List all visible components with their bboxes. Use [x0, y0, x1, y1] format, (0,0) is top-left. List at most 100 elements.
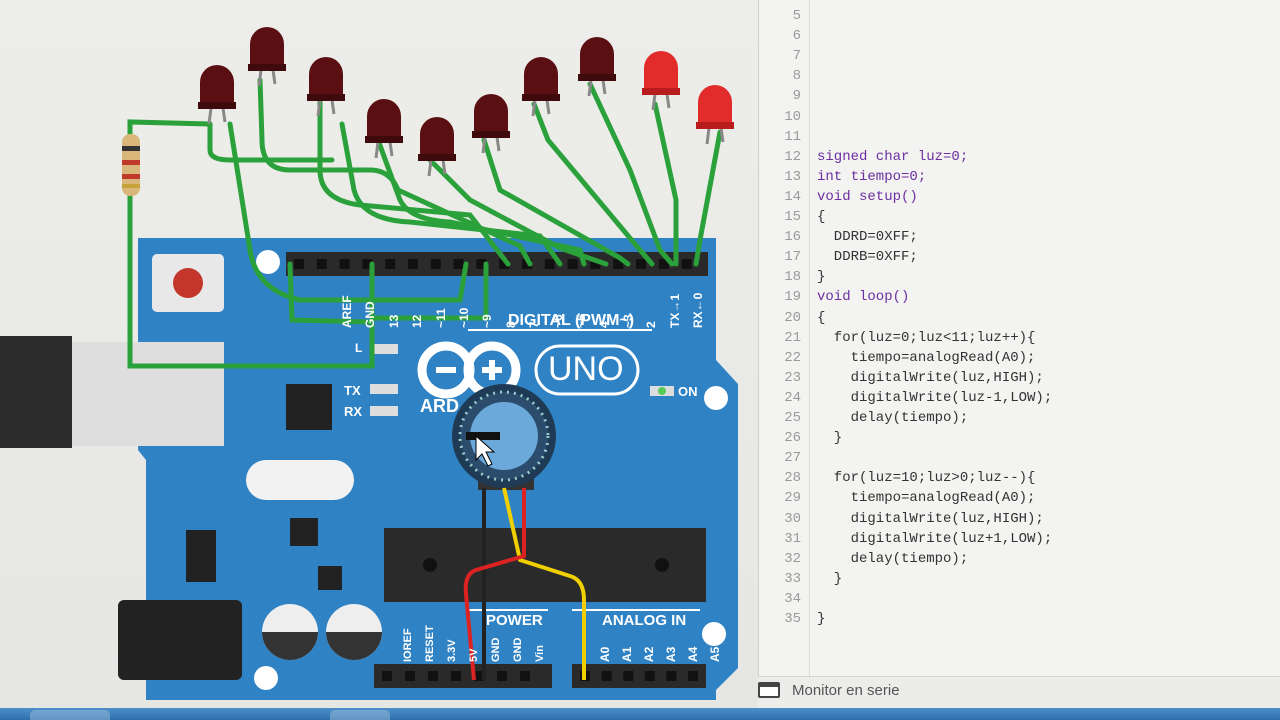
code-line[interactable]: }: [817, 269, 826, 286]
led[interactable]: [248, 27, 286, 87]
header-socket[interactable]: [520, 671, 530, 681]
header-socket[interactable]: [428, 671, 438, 681]
wire[interactable]: [207, 121, 335, 163]
code-line[interactable]: tiempo=analogRead(A0);: [817, 349, 1036, 366]
code-line[interactable]: digitalWrite(luz,HIGH);: [817, 369, 1044, 386]
header-socket[interactable]: [544, 259, 555, 269]
wire[interactable]: [652, 101, 679, 267]
wire[interactable]: [693, 129, 723, 267]
header-socket[interactable]: [362, 259, 373, 269]
analog-label: ANALOG IN: [602, 612, 687, 629]
header-socket[interactable]: [666, 671, 677, 681]
line-number: 32: [784, 550, 801, 567]
wire[interactable]: [339, 121, 563, 267]
serial-monitor-label[interactable]: Monitor en serie: [792, 682, 900, 699]
header-socket[interactable]: [316, 259, 327, 269]
led[interactable]: [418, 117, 456, 177]
code-line[interactable]: DDRD=0XFF;: [817, 229, 918, 246]
code-line[interactable]: digitalWrite(luz+1,LOW);: [817, 530, 1053, 547]
header-socket[interactable]: [590, 259, 601, 269]
header-socket[interactable]: [430, 259, 441, 269]
led[interactable]: [578, 37, 616, 97]
led[interactable]: [307, 57, 345, 117]
taskbar[interactable]: [0, 708, 1280, 720]
code-line[interactable]: for(luz=0;luz<11;luz++){: [817, 329, 1036, 346]
code-line[interactable]: delay(tiempo);: [817, 410, 969, 426]
header-socket[interactable]: [681, 259, 692, 269]
header-socket[interactable]: [636, 259, 646, 269]
power-pin-label: GND: [512, 637, 524, 662]
wire[interactable]: [287, 261, 371, 325]
analog-pin-label: A3: [664, 646, 678, 662]
code-line[interactable]: void setup(): [817, 188, 918, 205]
analog-pin-label: A2: [642, 646, 656, 662]
code-line[interactable]: for(luz=10;luz>0;luz--){: [817, 470, 1036, 487]
serial-monitor-icon[interactable]: [758, 682, 780, 698]
code-line[interactable]: DDRB=0XFF;: [817, 249, 918, 266]
header-socket[interactable]: [688, 671, 698, 681]
code-line[interactable]: delay(tiempo);: [817, 550, 969, 567]
digital-pin-label: ~11: [433, 308, 448, 328]
led[interactable]: [198, 65, 236, 125]
digital-pin-label: 2: [644, 321, 659, 328]
resistor[interactable]: [122, 134, 140, 196]
header-socket[interactable]: [567, 259, 578, 269]
circuit-drawing[interactable]: [0, 0, 758, 712]
header-socket[interactable]: [474, 671, 484, 681]
digital-pin-label: 13: [386, 314, 401, 328]
header-socket[interactable]: [405, 671, 415, 681]
header-socket[interactable]: [623, 671, 634, 681]
led[interactable]: [642, 51, 680, 111]
line-number: 22: [784, 349, 801, 366]
code-line[interactable]: tiempo=analogRead(A0);: [817, 490, 1036, 507]
header-socket[interactable]: [497, 671, 507, 681]
header-socket[interactable]: [644, 671, 655, 681]
code-line[interactable]: }: [817, 611, 826, 627]
code-line[interactable]: void loop(): [817, 289, 910, 306]
wire[interactable]: [587, 81, 675, 267]
line-number: 14: [784, 188, 801, 205]
power-pin-label: 3.3V: [446, 639, 458, 662]
code-line[interactable]: digitalWrite(luz,HIGH);: [817, 510, 1044, 527]
header-socket[interactable]: [451, 671, 461, 681]
wire[interactable]: [127, 119, 213, 137]
code-line[interactable]: {: [817, 309, 826, 326]
led[interactable]: [696, 85, 734, 145]
header-socket[interactable]: [453, 259, 464, 269]
led[interactable]: [365, 99, 403, 159]
taskbar-button[interactable]: [30, 710, 110, 720]
model-label: UNO: [548, 350, 624, 388]
code-line[interactable]: {: [817, 209, 826, 225]
code-line[interactable]: int tiempo=0;: [817, 168, 927, 185]
led[interactable]: [522, 57, 560, 117]
taskbar-button[interactable]: [330, 710, 390, 720]
wire[interactable]: [127, 193, 375, 369]
wire[interactable]: [375, 137, 587, 267]
wire[interactable]: [371, 261, 489, 321]
serial-monitor-bar[interactable]: Monitor en serie: [758, 676, 1280, 705]
wire[interactable]: [481, 137, 631, 267]
header-socket[interactable]: [294, 259, 304, 269]
code-line[interactable]: }: [817, 430, 843, 447]
header-socket[interactable]: [522, 259, 532, 269]
code-line[interactable]: }: [817, 570, 843, 587]
header-socket[interactable]: [339, 259, 350, 269]
wire[interactable]: [427, 157, 609, 267]
wire[interactable]: [531, 101, 655, 267]
header-socket[interactable]: [613, 259, 624, 269]
code-line[interactable]: signed char luz=0;: [817, 148, 969, 165]
line-number: 18: [784, 269, 801, 286]
header-socket[interactable]: [476, 259, 487, 269]
header-socket[interactable]: [499, 259, 510, 269]
digital-pin-label: RX←0: [691, 292, 705, 328]
code-line[interactable]: digitalWrite(luz-1,LOW);: [817, 389, 1053, 406]
wire[interactable]: [227, 121, 469, 303]
header-socket[interactable]: [408, 259, 418, 269]
header-socket[interactable]: [382, 671, 392, 681]
header-socket[interactable]: [658, 259, 669, 269]
header-socket[interactable]: [385, 259, 396, 269]
header-socket[interactable]: [601, 671, 612, 681]
led[interactable]: [472, 94, 510, 154]
